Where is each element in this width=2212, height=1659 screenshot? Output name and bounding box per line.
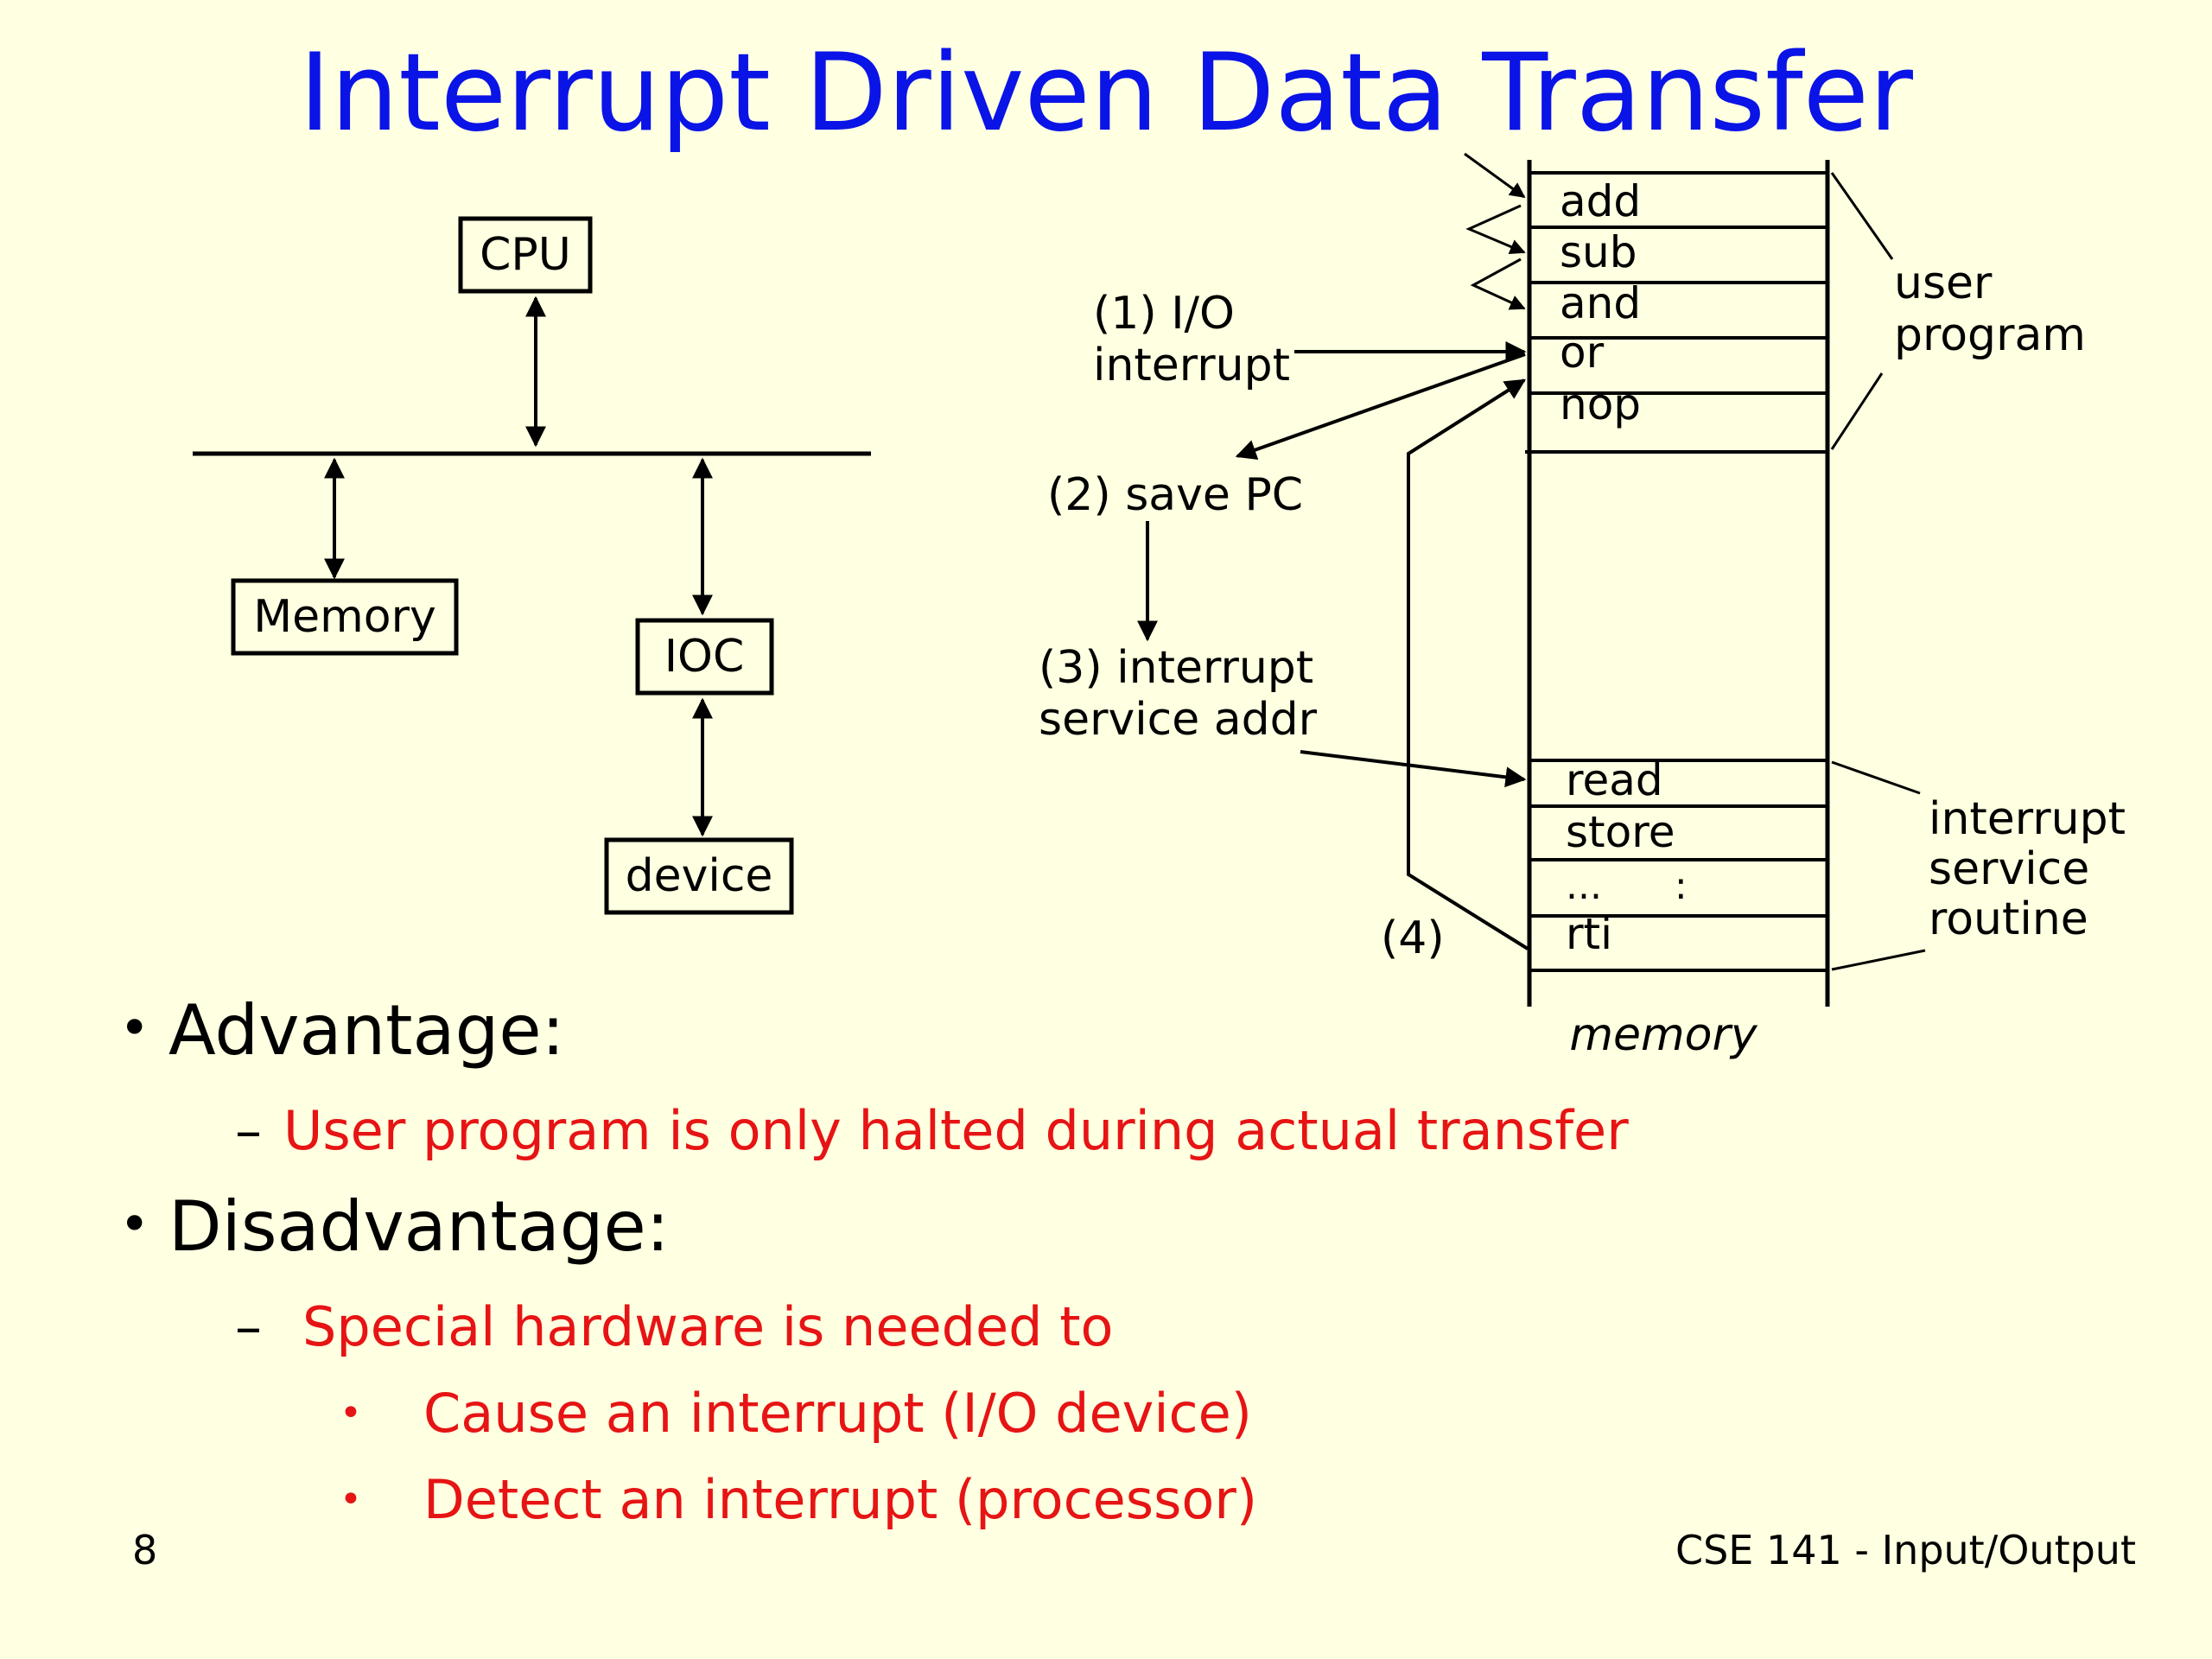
user-program-label: user — [1894, 257, 1993, 309]
page-number: 8 — [132, 1527, 157, 1573]
instruction-sub: sub — [1560, 227, 1637, 277]
step4-arrow — [1407, 378, 1529, 950]
advantage-item: User program is only halted during actua… — [283, 1099, 1629, 1162]
step2-label: (2) save PC — [1047, 469, 1303, 521]
isr-brace — [1831, 949, 1926, 971]
step3-label: service addr — [1039, 694, 1318, 746]
instruction-store: store — [1566, 807, 1675, 857]
isr-label: routine — [1929, 893, 2088, 945]
memory-column-label: memory — [1569, 1009, 1758, 1061]
step3-label: (3) interrupt — [1039, 642, 1313, 694]
isr-label: service — [1929, 843, 2089, 895]
user-program-brace — [1830, 172, 1894, 260]
instruction-read: read — [1566, 755, 1663, 805]
memory-box — [231, 578, 459, 656]
flow-arrow — [1465, 204, 1526, 254]
sub-bullet-dot: • — [340, 1391, 362, 1435]
instruction-nop: nop — [1560, 379, 1641, 429]
disadvantage-heading: Disadvantage: — [168, 1186, 670, 1267]
bullet-list: • Advantage: – User program is only halt… — [119, 990, 1629, 1531]
step4-label: (4) — [1381, 912, 1445, 964]
disadvantage-item: Special hardware is needed to — [302, 1295, 1113, 1358]
device-label: device — [626, 850, 773, 902]
isr-label: interrupt — [1929, 793, 2126, 845]
bullet-dot: • — [119, 998, 149, 1058]
step1-label: interrupt — [1093, 340, 1290, 391]
step1-label: (1) I/O — [1093, 288, 1235, 340]
device-box — [604, 837, 794, 915]
dash: – — [235, 1099, 262, 1162]
instruction-and: and — [1560, 278, 1641, 328]
step3-arrow — [1300, 750, 1527, 788]
instruction-add: add — [1560, 176, 1641, 226]
isr-brace — [1831, 760, 1921, 795]
instruction-rti: rti — [1566, 909, 1612, 959]
cpu-label: CPU — [480, 229, 571, 281]
user-program-label: program — [1894, 309, 2086, 361]
bullet-dot: • — [119, 1194, 149, 1255]
footer-text: CSE 141 - Input/Output — [1675, 1527, 2136, 1573]
flow-arrow — [1470, 257, 1526, 310]
step2-arrow — [1235, 353, 1526, 461]
instruction-ellipsis: ... : — [1566, 864, 1688, 908]
instruction-or: or — [1560, 327, 1605, 378]
disadvantage-subitem: Cause an interrupt (I/O device) — [423, 1382, 1252, 1445]
dash: – — [235, 1295, 262, 1358]
slide-title: Interrupt Driven Data Transfer — [299, 31, 1913, 156]
memory-diagram: add sub and or nop read store ... : rti … — [1039, 152, 2126, 1061]
ioc-label: IOC — [664, 631, 745, 683]
system-diagram: CPU Memory IOC device — [193, 216, 871, 915]
sub-bullet-dot: • — [340, 1478, 362, 1522]
user-program-brace — [1830, 372, 1884, 450]
ioc-box — [635, 618, 774, 696]
advantage-heading: Advantage: — [168, 990, 565, 1071]
flow-arrow — [1464, 152, 1526, 199]
memory-label: Memory — [253, 591, 435, 643]
disadvantage-subitem: Detect an interrupt (processor) — [423, 1468, 1257, 1531]
cpu-box — [458, 216, 593, 294]
